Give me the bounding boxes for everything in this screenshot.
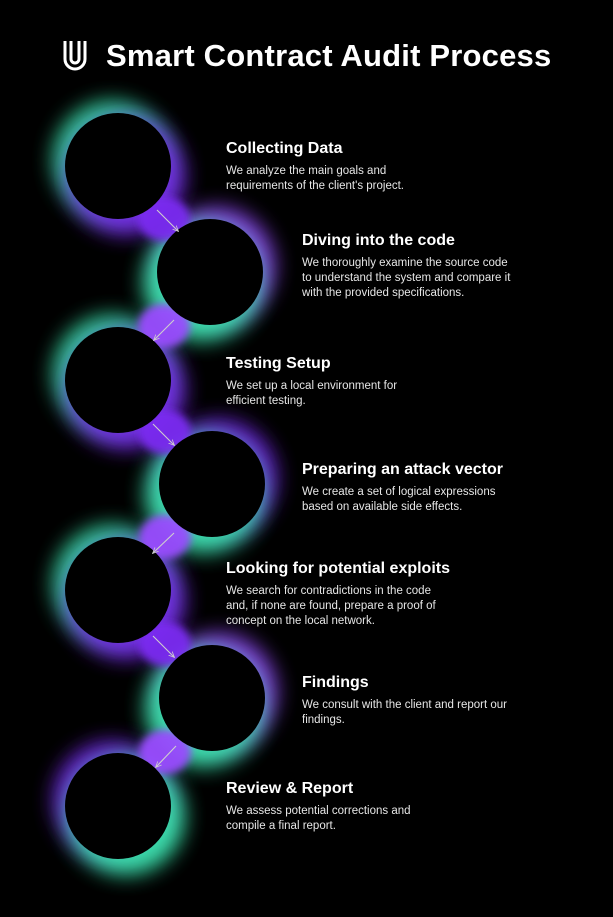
arrow-icon [152,423,174,445]
step-description: We analyze the main goals and requiremen… [226,165,404,192]
step-circle [65,327,171,433]
step-7: Review & Report We assess potential corr… [226,780,526,834]
step-description: We create a set of logical expressions b… [302,486,496,513]
connector-glow [139,410,191,454]
step-circle [65,537,171,643]
u-logo-icon [63,41,87,71]
step-4: Preparing an attack vector We create a s… [302,461,602,515]
step-description: We assess potential corrections and comp… [226,805,411,832]
step-circle [157,219,263,325]
step-circle [65,113,171,219]
step-title: Findings [302,674,369,691]
step-3: Testing Setup We set up a local environm… [226,355,526,409]
arrow-icon [152,635,174,657]
step-6: Findings We consult with the client and … [302,674,602,728]
arrow-icon [156,209,178,231]
step-title: Diving into the code [302,232,455,249]
step-circle [159,431,265,537]
header: Smart Contract Audit Process [62,38,551,74]
connector-glow [139,622,191,666]
connector-glow [138,304,190,348]
arrow-icon [154,319,175,340]
step-title: Collecting Data [226,140,343,157]
step-title: Looking for potential exploits [226,560,450,577]
step-1: Collecting Data We analyze the main goal… [226,140,526,194]
step-circle [159,645,265,751]
step-2: Diving into the code We thoroughly exami… [302,232,602,301]
arrow-icon [156,745,177,767]
step-title: Review & Report [226,780,354,797]
step-description: We consult with the client and report ou… [302,699,507,726]
page-title: Smart Contract Audit Process [106,38,552,73]
step-5: Looking for potential exploits We search… [226,560,526,629]
step-description: We search for contradictions in the code… [226,585,436,627]
step-description: We set up a local environment for effici… [226,380,398,407]
step-title: Preparing an attack vector [302,461,503,478]
connector-glow [139,730,191,774]
step-title: Testing Setup [226,355,331,372]
step-description: We thoroughly examine the source code to… [302,257,511,299]
arrow-icon [153,532,175,553]
step-circle [65,753,171,859]
